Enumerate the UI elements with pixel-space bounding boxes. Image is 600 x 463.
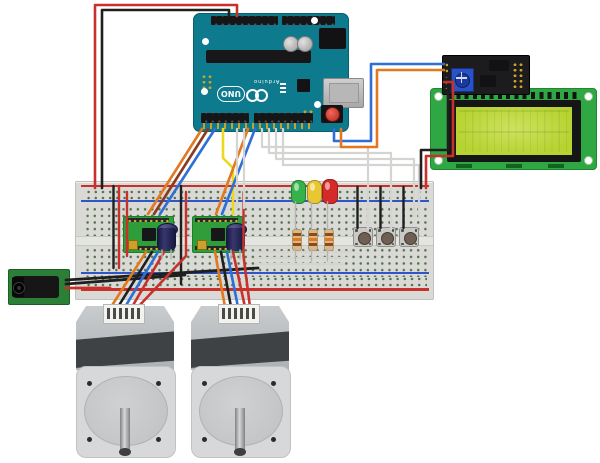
breadboard-positive-rail-line-bottom <box>81 288 429 291</box>
power-header-strip[interactable] <box>201 113 249 123</box>
onboard-led-label <box>280 91 286 93</box>
arduino-brand-text: Arduino <box>253 78 280 84</box>
power-connector-block <box>319 28 346 49</box>
breadboard-negative-rail-line-bottom <box>81 272 429 274</box>
motor-shaft <box>120 408 130 454</box>
motor-shaft-tip <box>119 448 131 456</box>
lcd-screen <box>456 107 572 155</box>
breadboard-rail-holes-top[interactable] <box>83 188 427 200</box>
onboard-led-label <box>280 83 286 85</box>
pushbutton-2[interactable] <box>376 227 396 247</box>
driver-chip <box>211 228 225 241</box>
resistor-1[interactable] <box>292 229 302 251</box>
header-pins <box>203 123 313 129</box>
i2c-left-pins[interactable] <box>444 61 448 89</box>
driver-pin-row-bottom[interactable] <box>126 246 169 250</box>
i2c-solder-pads <box>511 61 525 89</box>
motor-shaft <box>235 408 245 454</box>
led-green[interactable] <box>291 180 306 204</box>
onboard-led-label <box>280 87 286 89</box>
motor-connector[interactable] <box>218 304 260 324</box>
reset-button[interactable] <box>325 107 340 122</box>
current-trimpot[interactable] <box>197 240 207 250</box>
mcu-chip <box>297 79 310 92</box>
lcd-16x2-display[interactable] <box>430 88 597 170</box>
led-red[interactable] <box>322 179 338 204</box>
resistor-3[interactable] <box>324 229 334 251</box>
motor-rotor-circle <box>84 376 168 446</box>
mounting-hole <box>311 17 318 24</box>
lcd-screw-hole <box>584 92 593 101</box>
electrolytic-capacitor-1[interactable] <box>157 228 176 251</box>
resistor-2[interactable] <box>308 229 318 251</box>
lcd-silkscreen-pad <box>506 164 522 168</box>
potentiometer-cross-icon <box>456 77 467 79</box>
uno-logo: UNO <box>217 86 245 102</box>
board-slot <box>206 50 311 63</box>
stepper-motor-2[interactable] <box>191 304 291 458</box>
infinity-logo-icon <box>255 89 268 102</box>
breadboard-negative-rail-line-top <box>81 200 429 202</box>
breadboard-positive-rail-line-top <box>81 185 429 187</box>
lcd-screw-hole <box>434 156 443 165</box>
potentiometer-dial <box>455 73 470 88</box>
current-trimpot[interactable] <box>128 240 138 250</box>
pushbutton-1[interactable] <box>353 227 373 247</box>
mounting-hole <box>314 101 321 108</box>
lcd-silkscreen-pad <box>456 164 472 168</box>
lcd-silkscreen-pad <box>548 164 564 168</box>
pushbutton-3[interactable] <box>399 227 419 247</box>
driver-pin-row-top[interactable] <box>126 218 169 222</box>
i2c-jumper-block <box>489 60 509 71</box>
digital-header-strip[interactable] <box>282 16 335 25</box>
i2c-backpack-module[interactable] <box>442 55 530 95</box>
analog-header-strip[interactable] <box>254 113 313 123</box>
dc-power-jack[interactable] <box>8 269 70 305</box>
driver-chip <box>142 228 156 241</box>
lcd-screw-hole <box>584 156 593 165</box>
electrolytic-capacitor-2[interactable] <box>226 228 245 251</box>
i2c-chip <box>480 75 496 87</box>
contrast-potentiometer[interactable] <box>451 68 474 92</box>
arduino-uno-board[interactable]: Arduino UNO <box>193 13 364 132</box>
usb-port-inner <box>329 83 359 103</box>
digital-header-strip[interactable] <box>211 16 278 25</box>
stepper-motor-1[interactable] <box>76 304 176 458</box>
mounting-hole <box>202 38 209 45</box>
driver-pin-row-top[interactable] <box>195 218 238 222</box>
capacitor-round <box>297 36 313 52</box>
lcd-bezel <box>447 100 581 162</box>
lcd-pin-header[interactable] <box>448 92 581 99</box>
driver-pin-row-bottom[interactable] <box>195 246 238 250</box>
motor-connector[interactable] <box>103 304 145 324</box>
mounting-hole <box>201 88 208 95</box>
barrel-opening <box>13 282 25 294</box>
barrel-connector <box>13 276 59 298</box>
breadboard-rail-holes-bottom[interactable] <box>83 275 427 287</box>
led-yellow[interactable] <box>307 180 322 204</box>
icsp-header-icon[interactable] <box>200 73 212 89</box>
motor-shaft-tip <box>234 448 246 456</box>
usb-port[interactable] <box>323 78 364 108</box>
lcd-character-grid <box>459 110 569 152</box>
